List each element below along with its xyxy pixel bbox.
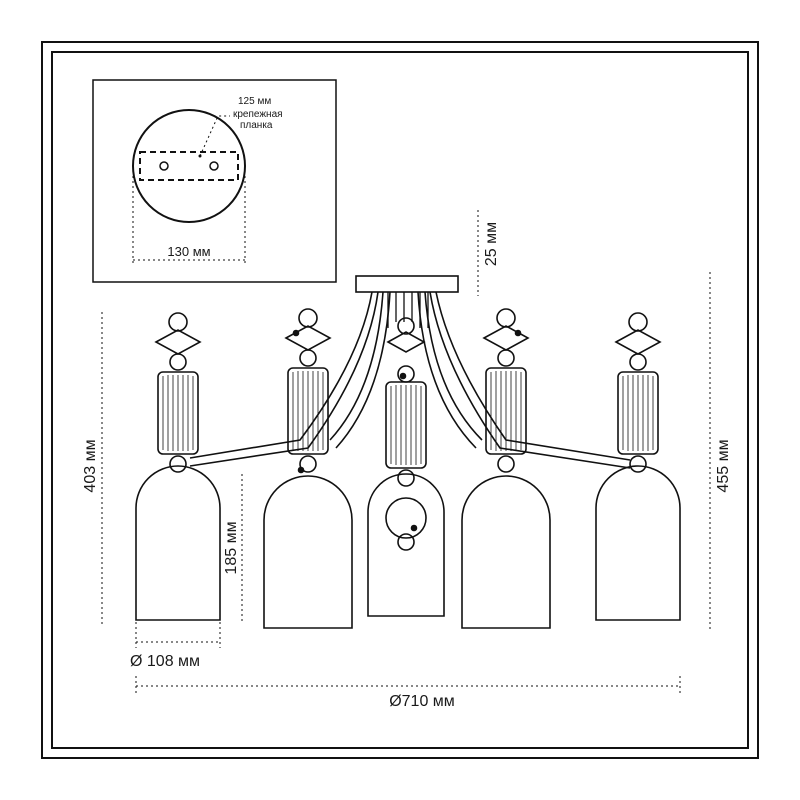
outer-frame [41, 41, 759, 759]
total-height-label: 455 мм [715, 439, 732, 492]
lamp-5 [595, 312, 681, 621]
inset-frame [92, 79, 337, 283]
shade-diameter-label: Ø 108 мм [130, 653, 200, 670]
inner-ring [385, 497, 427, 539]
lamp-4 [461, 308, 551, 629]
arm-far-left [189, 291, 373, 459]
shade-2 [263, 475, 353, 629]
mount-hole-left [159, 161, 169, 171]
mount-label-line2: планка [240, 120, 273, 131]
chandelier-front-view [135, 275, 681, 629]
mounting-plate [139, 151, 239, 181]
arm-far-right [435, 291, 631, 461]
lamp-2 [263, 308, 353, 629]
plate-length-label: 125 мм [238, 96, 271, 107]
shade-3 [367, 473, 445, 617]
inner-frame [51, 51, 749, 749]
shade-5 [595, 465, 681, 621]
ribbed-glass-2 [287, 367, 329, 455]
ceiling-canopy [355, 275, 459, 293]
canopy-diameter-label: 130 мм [167, 244, 210, 259]
shade-1 [135, 465, 221, 621]
ribbed-glass-4 [485, 367, 527, 455]
mount-label-line1: крепежная [233, 109, 283, 120]
ribbed-glass-1 [157, 371, 199, 455]
lamp-3 [367, 317, 445, 617]
overall-diameter-label: Ø710 мм [389, 693, 455, 710]
arm-left [329, 291, 384, 441]
ribbed-glass-3 [385, 381, 427, 469]
chandelier-arms [189, 291, 631, 469]
ribbed-glass-5 [617, 371, 659, 455]
lamp-1 [135, 312, 221, 621]
mount-hole-right [209, 161, 219, 171]
canopy-top-view-inset: 125 мм крепежная планка 130 мм [92, 79, 337, 283]
plate-leader-line [199, 115, 230, 157]
shade-height-label: 185 мм [223, 521, 240, 574]
arm-height-label: 403 мм [82, 439, 99, 492]
dimension-lines: 25 мм 455 мм 403 мм 185 мм Ø 108 мм Ø710… [82, 210, 732, 710]
arm-right [424, 291, 483, 441]
shade-4 [461, 475, 551, 629]
central-stems [387, 292, 429, 328]
canopy-height-label: 25 мм [483, 222, 500, 266]
canopy-circle [132, 109, 246, 223]
